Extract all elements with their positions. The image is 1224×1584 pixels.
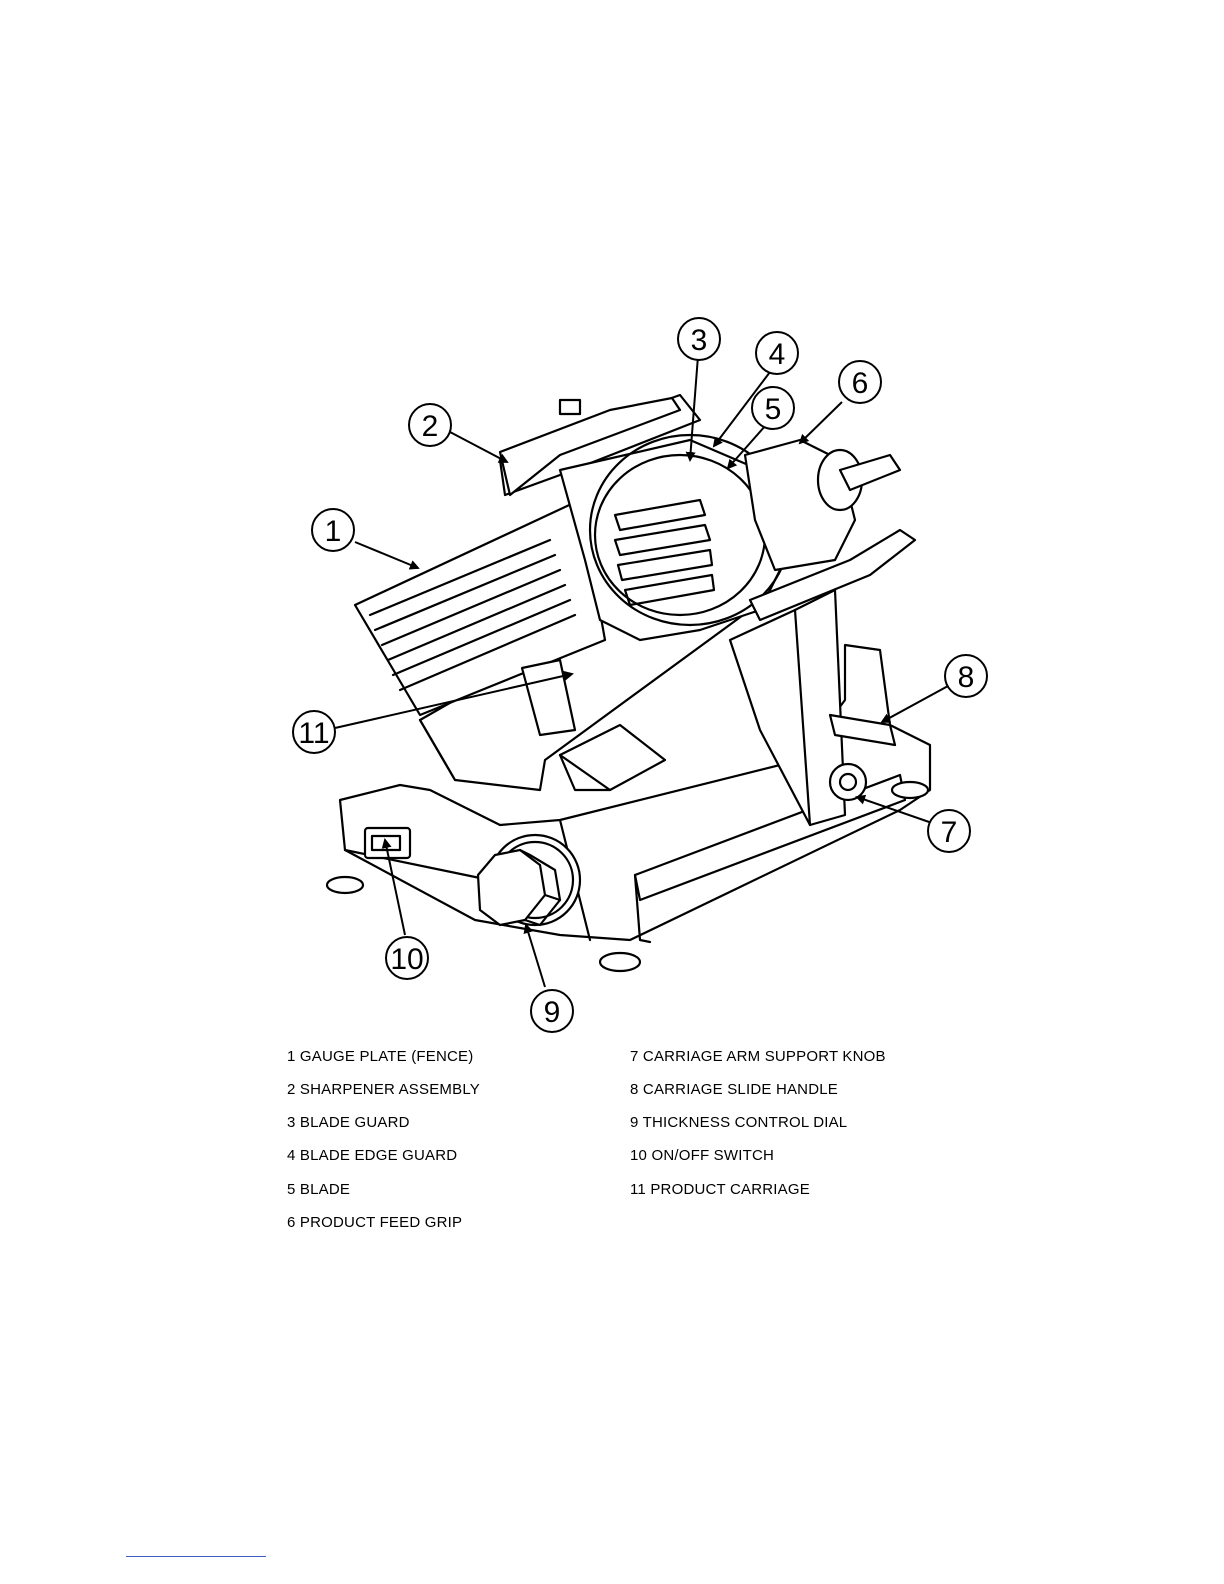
support-knob: [830, 764, 866, 800]
callout-9: 9: [531, 990, 573, 1032]
svg-text:10: 10: [390, 943, 423, 976]
callout-1: 1: [312, 509, 354, 551]
foot: [327, 877, 363, 893]
svg-text:2: 2: [422, 410, 439, 443]
callout-5: 5: [752, 387, 794, 429]
legend-left-3: 3 BLADE GUARD: [287, 1114, 410, 1131]
callout-8: 8: [945, 655, 987, 697]
callout-2: 2: [409, 404, 451, 446]
foot: [600, 953, 640, 971]
svg-text:7: 7: [941, 816, 958, 849]
legend-right-8: 8 CARRIAGE SLIDE HANDLE: [630, 1081, 838, 1098]
callout-10: 10: [386, 937, 428, 979]
callout-11: 11: [293, 711, 335, 753]
legend-right-9: 9 THICKNESS CONTROL DIAL: [630, 1114, 847, 1131]
callout-3: 3: [678, 318, 720, 360]
slicer-drawing: [327, 395, 930, 971]
legend-left-6: 6 PRODUCT FEED GRIP: [287, 1214, 462, 1231]
svg-text:9: 9: [544, 996, 561, 1029]
footnote-separator: [126, 1556, 266, 1557]
legend-left-5: 5 BLADE: [287, 1181, 350, 1198]
svg-text:5: 5: [765, 393, 782, 426]
legend-right-7: 7 CARRIAGE ARM SUPPORT KNOB: [630, 1048, 886, 1065]
svg-text:8: 8: [958, 661, 975, 694]
callout-6: 6: [839, 361, 881, 403]
legend-left-1: 1 GAUGE PLATE (FENCE): [287, 1048, 473, 1065]
legend-left-2: 2 SHARPENER ASSEMBLY: [287, 1081, 480, 1098]
svg-text:4: 4: [769, 338, 786, 371]
legend-right-11: 11 PRODUCT CARRIAGE: [630, 1181, 810, 1198]
legend-right-10: 10 ON/OFF SWITCH: [630, 1147, 774, 1164]
legend-left-4: 4 BLADE EDGE GUARD: [287, 1147, 457, 1164]
svg-text:6: 6: [852, 367, 869, 400]
foot: [892, 782, 928, 798]
callout-7: 7: [928, 810, 970, 852]
svg-text:3: 3: [691, 324, 708, 357]
svg-text:1: 1: [325, 515, 342, 548]
callout-4: 4: [756, 332, 798, 374]
svg-text:11: 11: [298, 717, 329, 750]
